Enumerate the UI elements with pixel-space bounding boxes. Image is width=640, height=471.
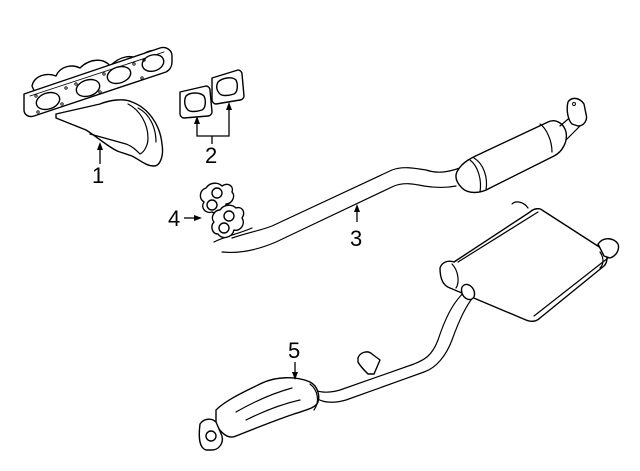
callout-2: 2	[194, 102, 232, 168]
callout-3: 3	[350, 204, 362, 251]
callout-number-4: 4	[168, 206, 180, 231]
part-front-pipe-gasket[interactable]	[199, 182, 245, 239]
callout-number-2: 2	[205, 143, 217, 168]
callout-number-1: 1	[92, 163, 104, 188]
part-front-pipe[interactable]	[213, 97, 588, 253]
callout-1: 1	[92, 142, 104, 188]
callout-5: 5	[288, 338, 300, 380]
callout-4: 4	[168, 206, 202, 231]
callout-number-5: 5	[288, 338, 300, 363]
part-rear-pipe-muffler[interactable]	[198, 201, 620, 451]
part-exhaust-manifold[interactable]	[23, 46, 173, 167]
callout-number-3: 3	[350, 226, 362, 251]
part-manifold-gaskets[interactable]	[179, 69, 245, 119]
